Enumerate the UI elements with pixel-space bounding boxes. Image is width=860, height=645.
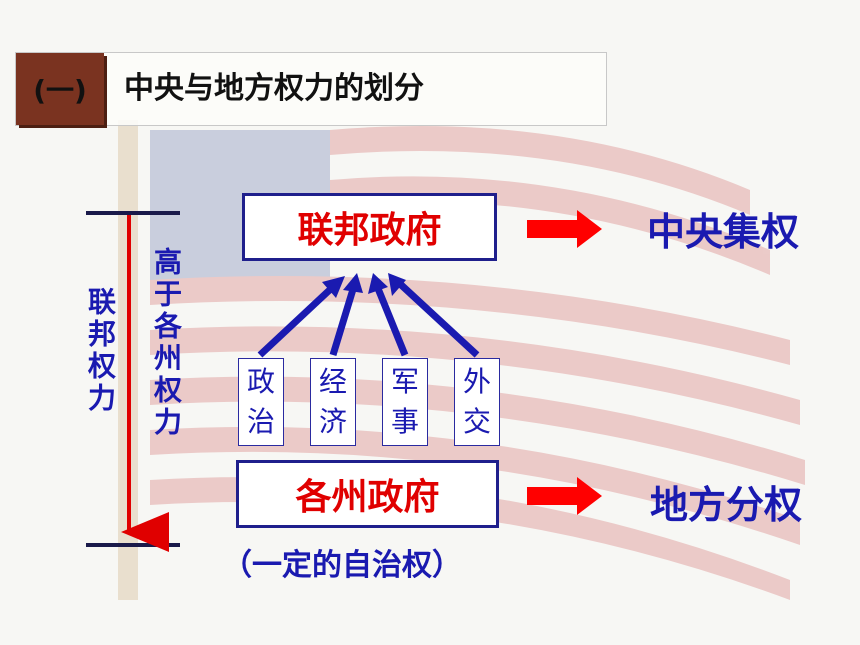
power-char: 经 [318,365,347,398]
power-label: 政治 [247,362,275,442]
arrow-to-central [527,210,602,248]
power-char: 济 [318,405,347,438]
power-char: 军 [390,365,419,398]
local-power-label: 地方分权 [650,483,803,527]
federal-government-box: 联邦政府 [242,193,497,261]
power-char: 治 [246,405,275,438]
arrow-economy [329,284,358,357]
state-government-label: 各州政府 [295,477,440,518]
state-government-box: 各州政府 [236,460,499,528]
arrow-to-local [527,477,602,515]
section-title: 中央与地方权力的划分 [124,71,424,106]
power-box-politics: 政治 [238,358,284,446]
power-char: 事 [390,405,419,438]
power-char: 交 [462,405,491,438]
power-box-military: 军事 [382,358,428,446]
power-char: 政 [246,365,275,398]
power-box-diplomacy: 外交 [454,358,500,446]
federal-government-label: 联邦政府 [297,210,442,251]
central-power-label: 中央集权 [647,210,800,254]
power-label: 军事 [391,362,419,442]
power-box-economy: 经济 [310,358,356,446]
federal-power-label: 联邦权力 [84,287,117,415]
power-label: 经济 [319,362,347,442]
section-number: (一) [16,53,104,125]
arrow-politics [257,281,339,358]
autonomy-note: （一定的自治权） [222,548,462,583]
title-bar: (一) 中央与地方权力的划分 [15,52,607,126]
higher-than-states-label: 高于各州权力 [150,247,183,439]
power-label: 外交 [463,362,491,442]
power-char: 外 [462,365,491,398]
arrow-military [373,284,409,357]
arrow-diplomacy [395,279,480,358]
